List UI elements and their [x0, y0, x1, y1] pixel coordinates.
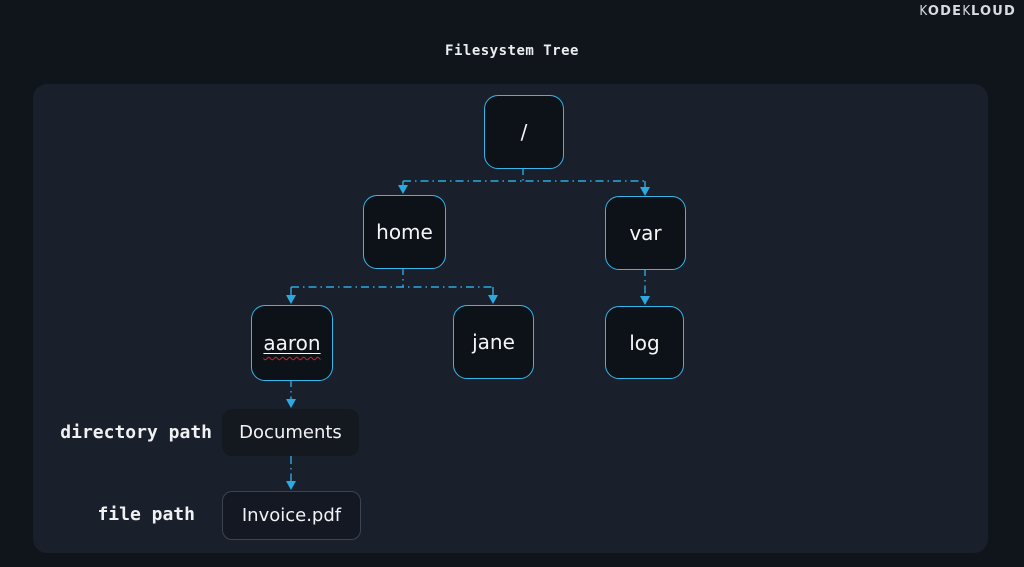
tree-node-var-label: var — [629, 221, 662, 245]
tree-node-invoice: Invoice.pdf — [222, 491, 361, 540]
tree-node-jane-label: jane — [472, 330, 515, 354]
logo-text-loud: LOUD — [970, 4, 1016, 19]
tree-node-documents-label: Documents — [239, 422, 342, 443]
tree-node-log-label: log — [629, 330, 660, 355]
tree-node-invoice-label: Invoice.pdf — [241, 505, 342, 526]
tree-node-aaron: aaron — [251, 305, 333, 381]
tree-node-jane: jane — [453, 305, 534, 379]
page-title: Filesystem Tree — [445, 43, 579, 59]
logo-k-glyph: K — [919, 4, 929, 19]
tree-node-home-label: home — [376, 220, 433, 244]
logo-k-glyph: K — [962, 4, 972, 19]
logo-text-ode: ODE — [927, 4, 963, 19]
spellcheck-underline: aaron — [263, 331, 320, 355]
directory-path-label: directory path — [60, 422, 212, 443]
tree-node-root: / — [484, 95, 564, 169]
tree-node-log: log — [605, 306, 684, 379]
tree-node-aaron-label: aaron — [263, 331, 321, 355]
file-path-label: file path — [97, 504, 195, 525]
tree-node-home: home — [363, 195, 446, 269]
tree-node-var: var — [605, 196, 686, 270]
tree-node-documents: Documents — [222, 409, 359, 456]
tree-node-root-label: / — [520, 120, 528, 144]
